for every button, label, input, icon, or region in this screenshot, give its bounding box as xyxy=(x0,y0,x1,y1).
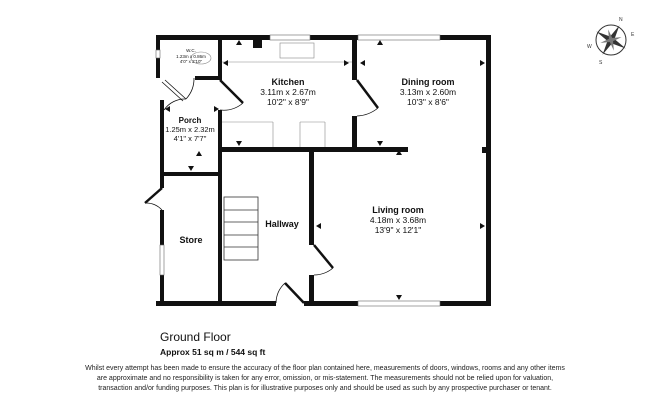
porch-imperial: 4'1" x 7'7" xyxy=(174,134,207,143)
stairs xyxy=(223,196,259,261)
floor-title: Ground Floor xyxy=(160,330,231,344)
wc-imperial: 4'0" x 2'10" xyxy=(180,59,203,64)
floor-area: Approx 51 sq m / 544 sq ft xyxy=(160,347,266,357)
wc-metric: 1.23m x 0.86m xyxy=(176,54,206,59)
disclaimer: Whilst every attempt has been made to en… xyxy=(85,365,565,392)
walls xyxy=(156,35,491,306)
sink xyxy=(279,42,315,59)
compass-e: E xyxy=(631,32,635,38)
room-labels: W.C. 1.23m x 0.86m 4'0" x 2'10" Kitchen … xyxy=(165,48,456,245)
chimney xyxy=(253,40,262,48)
compass-s: S xyxy=(599,60,603,66)
windows xyxy=(155,34,441,307)
toilet xyxy=(190,51,212,65)
kitchen-metric: 3.11m x 2.67m xyxy=(260,87,316,97)
living-metric: 4.18m x 3.68m xyxy=(370,215,426,225)
dining-name: Dining room xyxy=(402,77,455,87)
fixtures xyxy=(190,40,352,147)
porch-name: Porch xyxy=(179,116,202,125)
store-name: Store xyxy=(179,235,202,245)
kitchen-name: Kitchen xyxy=(271,77,304,87)
porch-metric: 1.25m x 2.32m xyxy=(165,125,215,134)
compass-n: N xyxy=(619,17,623,23)
hallway-name: Hallway xyxy=(265,219,299,229)
compass-rose-icon: N E S W xyxy=(587,17,635,66)
kitchen-imperial: 10'2" x 8'9" xyxy=(267,97,309,107)
compass-w: W xyxy=(587,44,592,50)
dining-metric: 3.13m x 2.60m xyxy=(400,87,456,97)
dining-imperial: 10'3" x 8'6" xyxy=(407,97,449,107)
living-imperial: 13'9" x 12'1" xyxy=(375,225,422,235)
dimension-markers xyxy=(165,40,485,300)
doors xyxy=(144,77,379,304)
living-name: Living room xyxy=(372,205,424,215)
wc-name: W.C. xyxy=(186,48,196,53)
